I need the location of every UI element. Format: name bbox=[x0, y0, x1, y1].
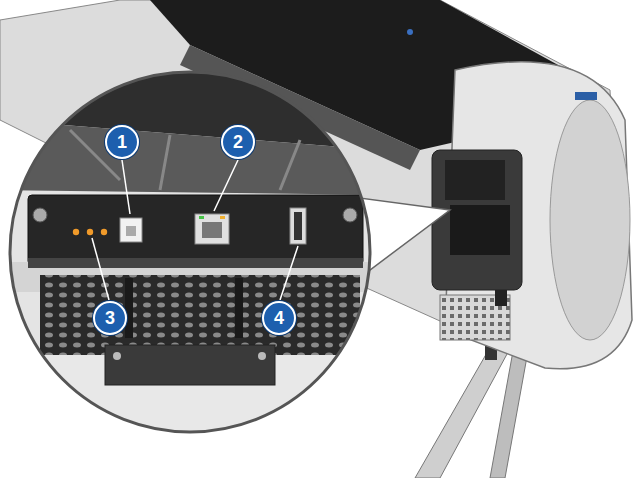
callout-number: 3 bbox=[93, 301, 127, 335]
callout-number: 4 bbox=[262, 301, 296, 335]
callout-number: 2 bbox=[221, 125, 255, 159]
callout-number: 1 bbox=[105, 125, 139, 159]
